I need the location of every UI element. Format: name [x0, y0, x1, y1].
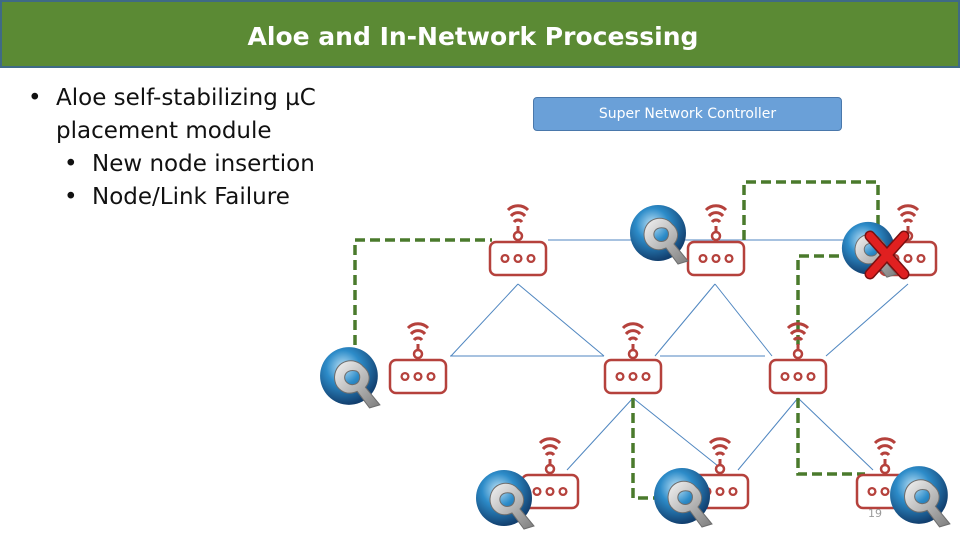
- slide-title: Aloe and In-Network Processing: [247, 21, 699, 51]
- controller-logo-icon: [319, 346, 381, 409]
- control-path: [742, 180, 880, 240]
- page-number: 19: [868, 507, 882, 520]
- title-bar: Aloe and In-Network Processing: [0, 0, 960, 68]
- router-icon: [388, 322, 448, 395]
- link: [566, 397, 634, 471]
- link: [450, 283, 519, 357]
- link: [654, 283, 716, 357]
- control-path-group: [353, 180, 880, 500]
- link: [797, 397, 874, 471]
- failure-x-icon: [864, 230, 910, 280]
- super-network-controller: Super Network Controller: [533, 97, 842, 131]
- controller-logo-icon: [889, 465, 951, 528]
- bullet-main: Aloe self-stabilizing µC placement modul…: [28, 82, 348, 148]
- controller-logo-icon: [629, 204, 689, 265]
- control-path: [353, 238, 492, 345]
- router-icon: [768, 322, 828, 395]
- link-group: [450, 239, 909, 471]
- bullet-list: Aloe self-stabilizing µC placement modul…: [28, 82, 348, 214]
- router-icon: [603, 322, 663, 395]
- link: [714, 283, 773, 357]
- link: [632, 397, 724, 471]
- link: [825, 283, 909, 357]
- link: [737, 397, 799, 471]
- control-path: [631, 398, 662, 500]
- router-icon: [488, 204, 548, 277]
- link: [517, 283, 605, 357]
- control-path: [796, 398, 865, 476]
- bullet-sub-1: New node insertion: [28, 148, 348, 181]
- bullet-sub-2: Node/Link Failure: [28, 181, 348, 214]
